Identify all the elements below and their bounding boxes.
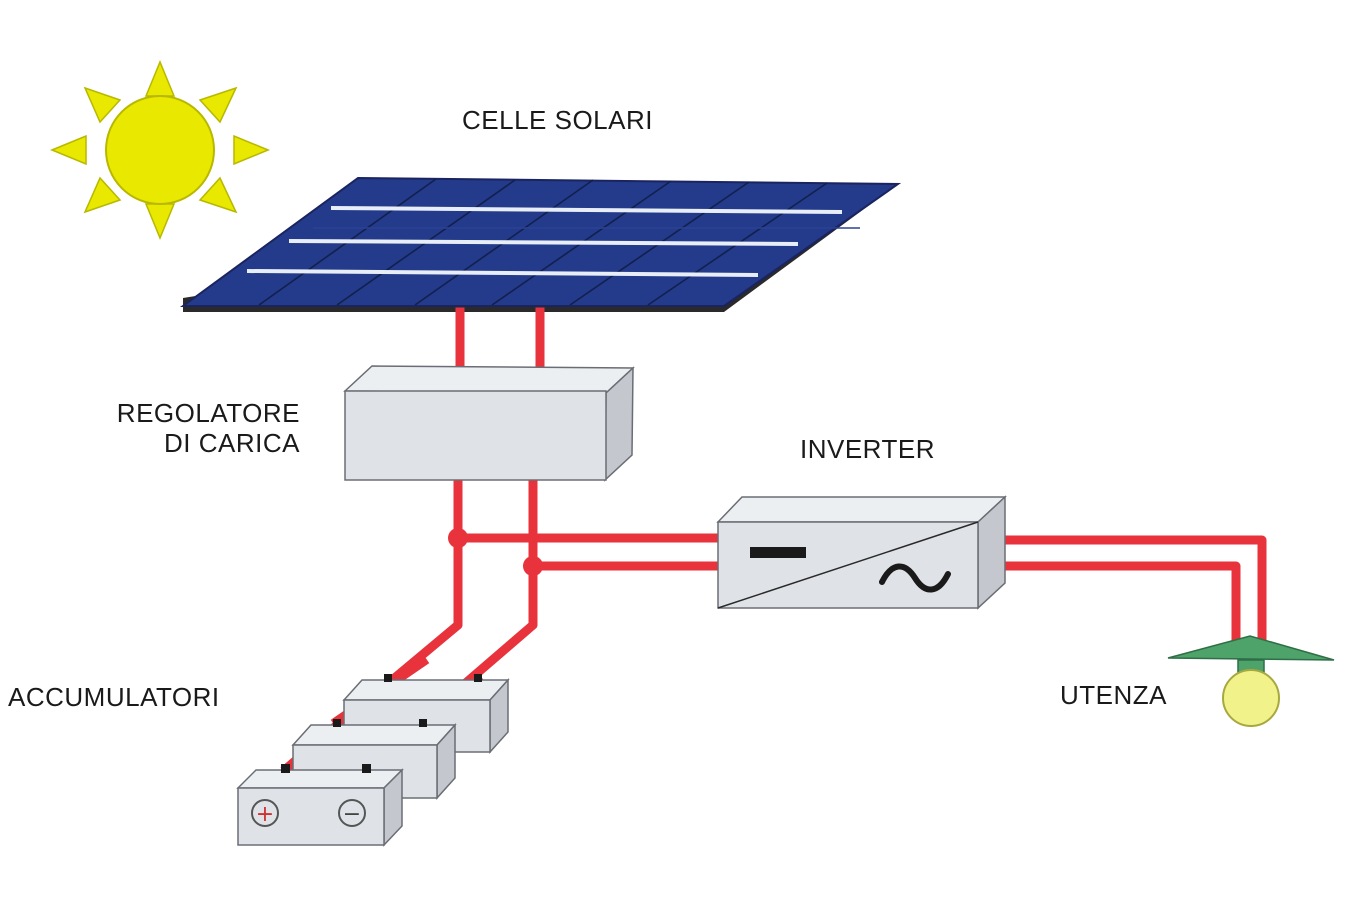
sun-icon xyxy=(50,60,270,240)
charge-regulator-box xyxy=(343,365,635,482)
inverter-label: INVERTER xyxy=(800,434,935,464)
charge-regulator-label-line1: REGOLATORE xyxy=(116,398,300,428)
light-bulb-icon xyxy=(1167,635,1335,727)
wire-junctions xyxy=(448,528,543,576)
inverter-icon xyxy=(716,495,1007,610)
battery-positive-symbol: + xyxy=(256,802,274,827)
batteries-label: ACCUMULATORI xyxy=(8,682,220,712)
battery-icon xyxy=(236,764,404,847)
charge-regulator-label-line2: DI CARICA xyxy=(164,428,300,458)
solar-panel-icon xyxy=(179,176,902,312)
load-label: UTENZA xyxy=(1060,680,1167,710)
battery-negative-symbol: − xyxy=(343,802,361,827)
solar-cells-label: CELLE SOLARI xyxy=(462,105,653,135)
charge-regulator-label: REGOLATORE DI CARICA xyxy=(100,398,300,458)
